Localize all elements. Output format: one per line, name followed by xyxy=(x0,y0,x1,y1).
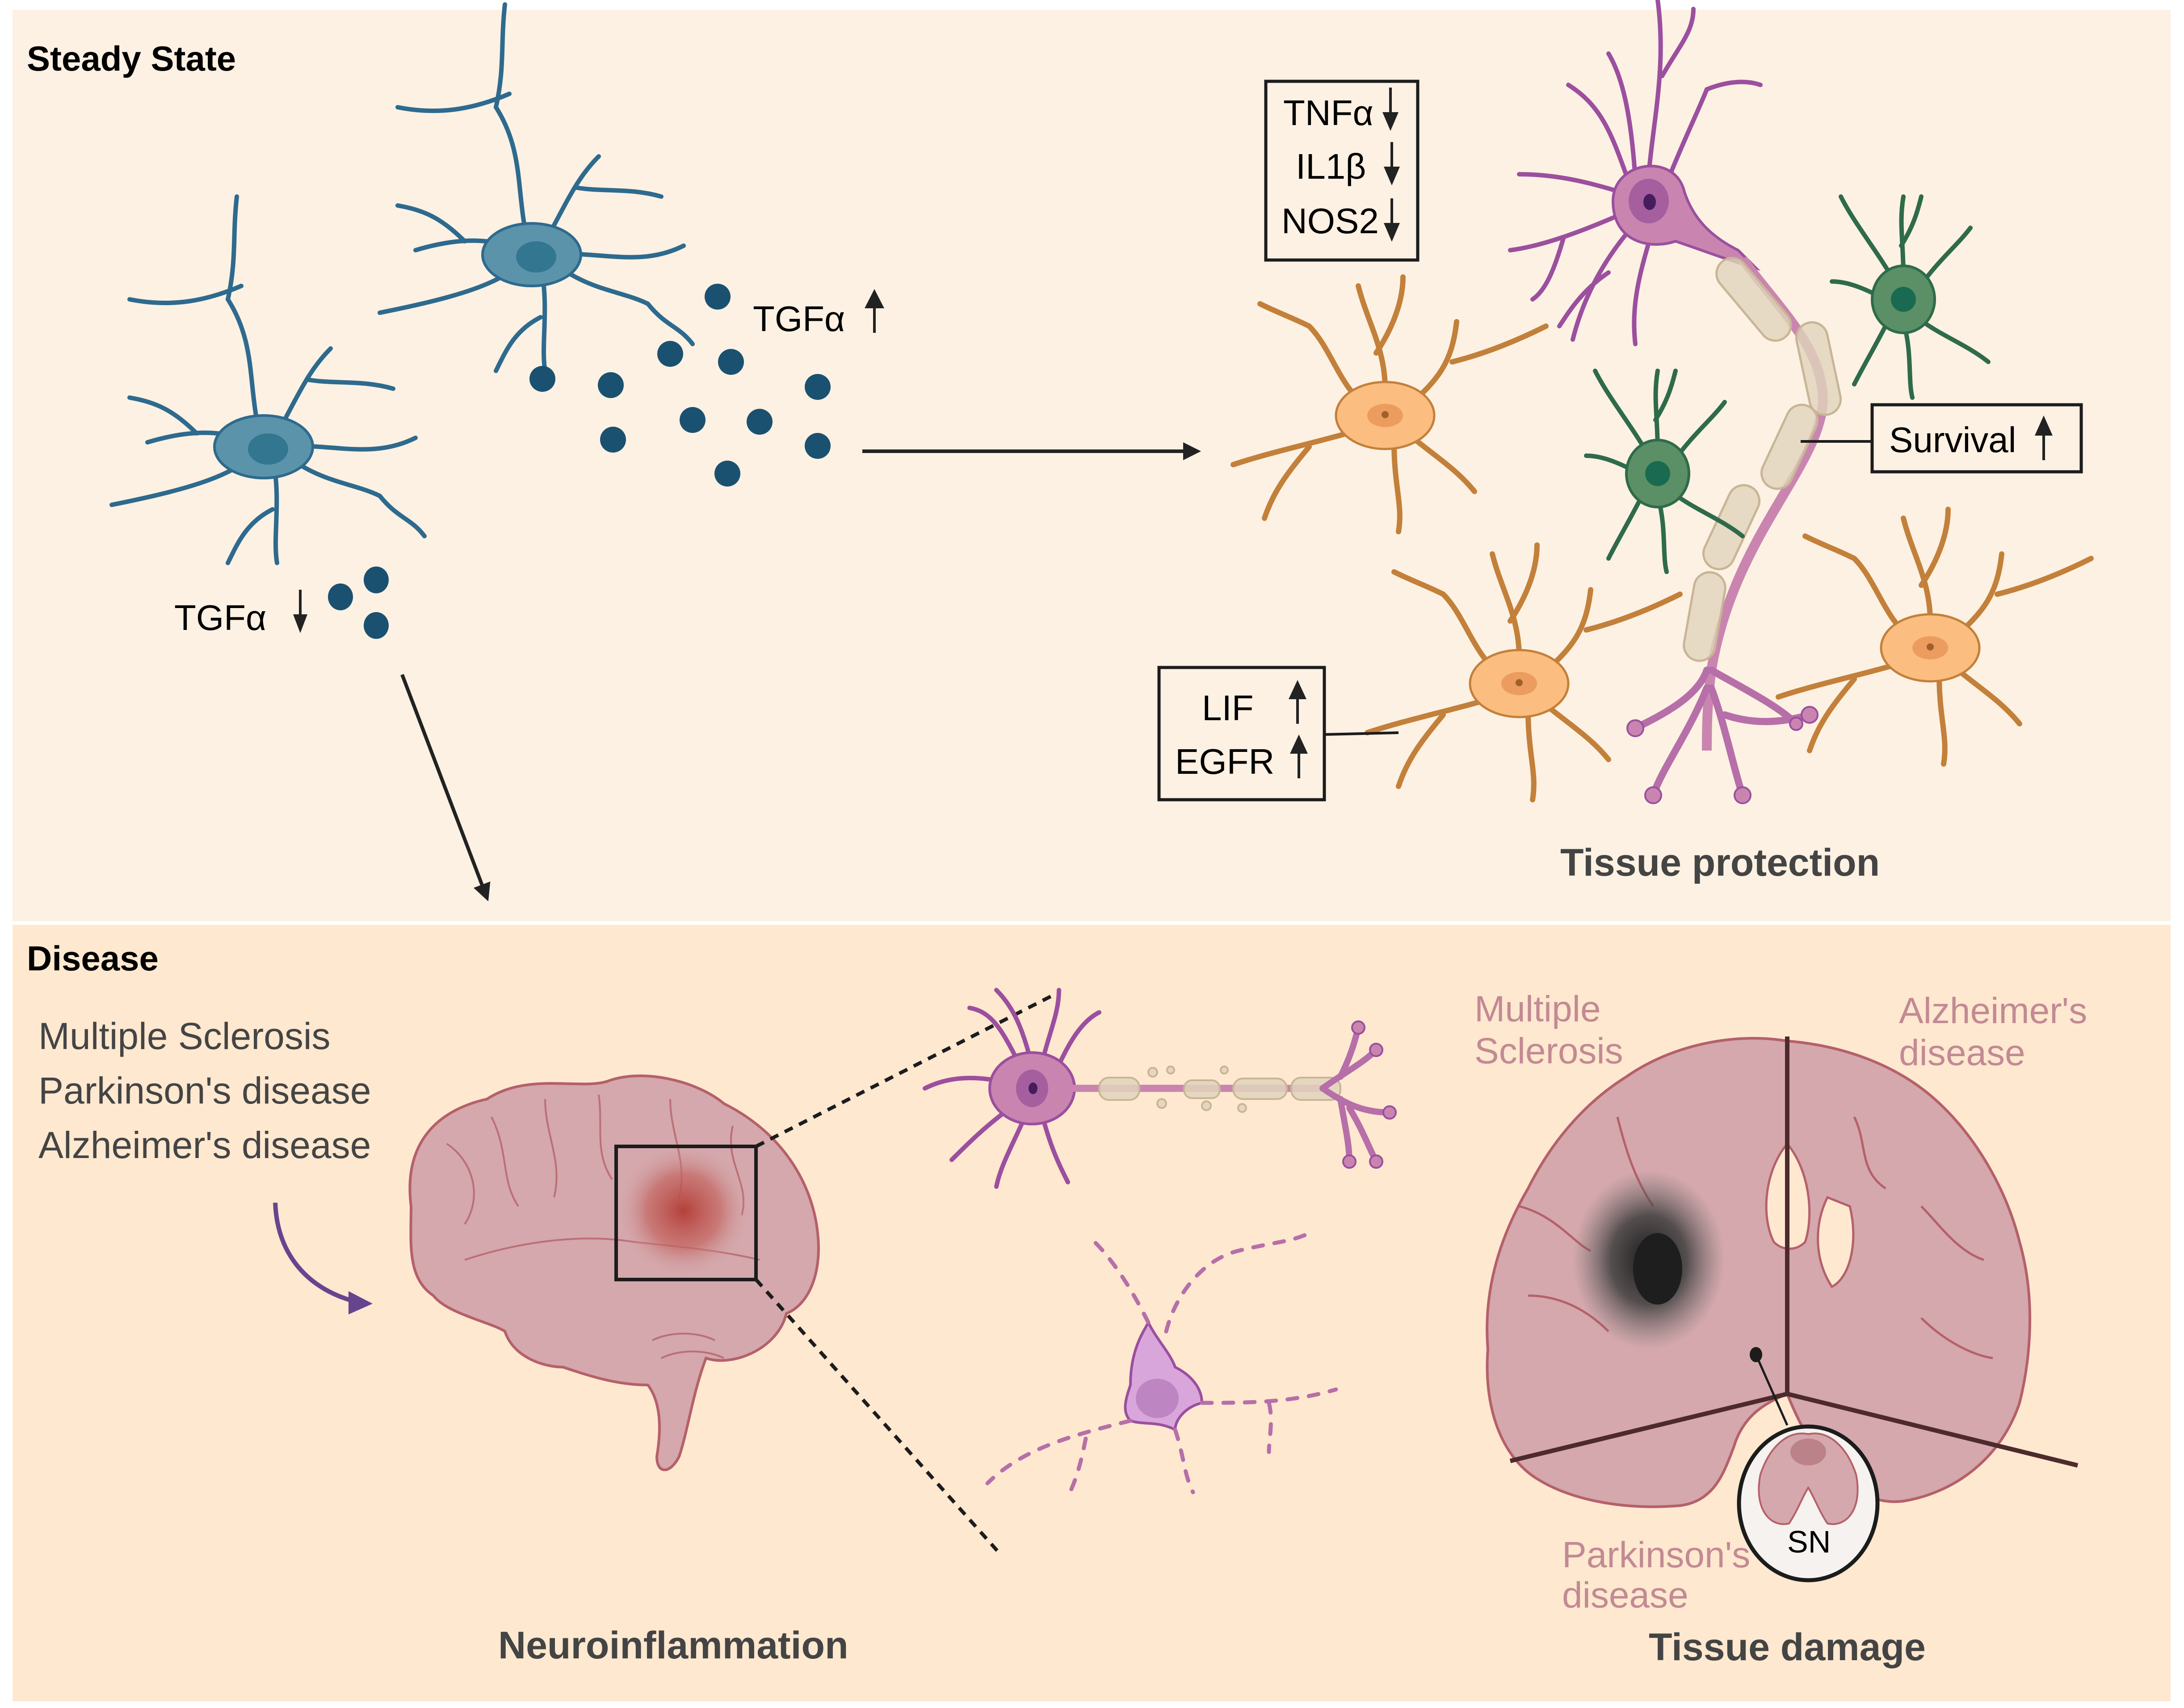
curved-arrow-icon xyxy=(273,1202,354,1303)
tgf-alpha-low-label: TGFα xyxy=(174,590,307,638)
coronal-brain-section xyxy=(1486,1037,2079,1508)
microglia-cell-left xyxy=(109,194,427,565)
svg-text:Multiple: Multiple xyxy=(1474,989,1601,1029)
region-label-ad: Alzheimer's disease xyxy=(1899,990,2087,1073)
steady-state-background xyxy=(13,10,2171,921)
oligodendrocyte-top xyxy=(1830,194,1991,400)
svg-text:TGFα: TGFα xyxy=(753,299,845,339)
arrow-up-icon xyxy=(1289,680,1306,724)
neuron-degenerating xyxy=(985,1231,1338,1499)
svg-text:IL1β: IL1β xyxy=(1296,147,1366,186)
svg-text:Parkinson's: Parkinson's xyxy=(1562,1535,1750,1575)
astrocyte-top-left xyxy=(1231,274,1549,534)
sn-label: SN xyxy=(1787,1524,1831,1559)
svg-text:NOS2: NOS2 xyxy=(1281,201,1379,241)
disease-panel: Disease Multiple Sclerosis Parkinson's d… xyxy=(13,925,2171,1701)
astrocyte-bottom-left xyxy=(1365,542,1683,802)
microglia-cell-top xyxy=(378,2,695,373)
zoom-line-top xyxy=(755,993,1055,1148)
lif-egfr-box: LIF EGFR xyxy=(1157,666,1399,802)
arrow-up-icon xyxy=(2035,415,2053,460)
svg-text:Alzheimer's disease: Alzheimer's disease xyxy=(38,1124,371,1166)
svg-text:disease: disease xyxy=(1562,1575,1688,1616)
lesion-highlight xyxy=(617,1144,751,1278)
tgf-alpha-molecules-high xyxy=(529,284,831,487)
svg-text:TGFα: TGFα xyxy=(174,598,266,638)
arrow-down-icon xyxy=(1384,198,1400,242)
svg-text:Survival: Survival xyxy=(1889,420,2016,460)
arrow-down-icon xyxy=(1382,88,1399,131)
arrow-down-icon xyxy=(1384,142,1400,185)
neuron-healthy xyxy=(1508,0,1763,346)
region-label-pd: Parkinson's disease xyxy=(1562,1535,1750,1616)
cytokine-box: TNFα IL1β NOS2 xyxy=(1264,80,1420,262)
microglia-nucleus xyxy=(516,241,556,273)
arrow-down-icon xyxy=(293,590,307,633)
tissue-protection-caption: Tissue protection xyxy=(1560,841,1880,884)
svg-text:Sclerosis: Sclerosis xyxy=(1474,1031,1623,1071)
brain-illustration xyxy=(408,993,1055,1556)
svg-text:Multiple Sclerosis: Multiple Sclerosis xyxy=(38,1015,331,1057)
steady-state-title: Steady State xyxy=(27,39,236,78)
zoom-box xyxy=(614,1145,758,1281)
svg-text:LIF: LIF xyxy=(1202,688,1254,728)
disease-list: Multiple Sclerosis Parkinson's disease A… xyxy=(38,1015,371,1166)
arrow-to-disease xyxy=(400,674,491,902)
steady-state-panel: Steady State xyxy=(13,0,2171,921)
svg-text:disease: disease xyxy=(1899,1032,2025,1073)
oligodendrocyte-middle xyxy=(1584,369,1745,574)
tgf-alpha-high-label: TGFα xyxy=(753,289,884,339)
astrocyte-bottom-right xyxy=(1776,507,2094,767)
tgf-alpha-molecules-low xyxy=(328,567,389,639)
tissue-damage-caption: Tissue damage xyxy=(1649,1626,1926,1669)
zoom-line-bottom xyxy=(755,1278,1002,1556)
arrow-up-icon xyxy=(865,289,884,333)
substantia-nigra-inset: SN xyxy=(1737,1424,1880,1582)
svg-text:Parkinson's disease: Parkinson's disease xyxy=(38,1070,371,1112)
microglia-nucleus xyxy=(248,433,288,465)
survival-box: Survival xyxy=(1801,403,2083,474)
svg-text:Alzheimer's: Alzheimer's xyxy=(1899,990,2087,1031)
region-label-ms: Multiple Sclerosis xyxy=(1474,989,1623,1071)
neuroinflammation-caption: Neuroinflammation xyxy=(498,1624,848,1667)
neuron-demyelinating xyxy=(923,988,1101,1189)
svg-text:EGFR: EGFR xyxy=(1175,742,1274,781)
disease-title: Disease xyxy=(27,939,159,978)
svg-text:TNFα: TNFα xyxy=(1283,93,1373,133)
arrow-up-icon xyxy=(1290,734,1308,778)
